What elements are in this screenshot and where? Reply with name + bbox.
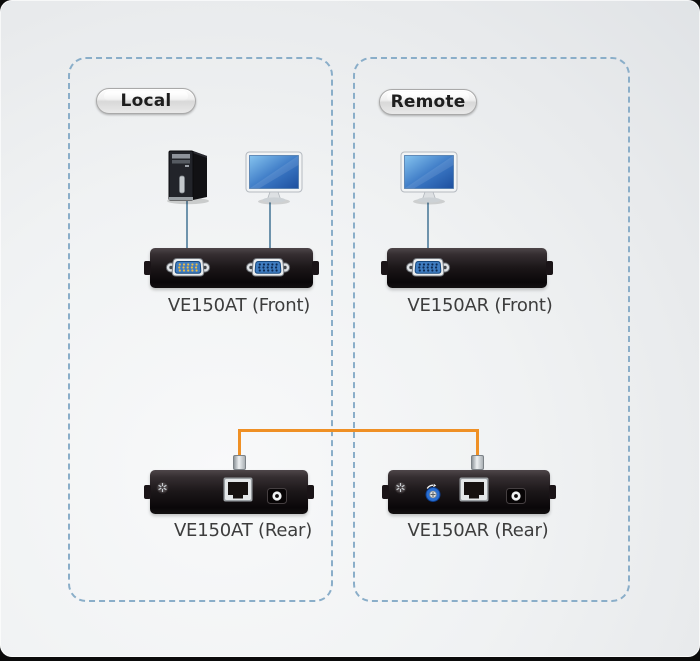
- cat5-cable-horizontal: [238, 429, 479, 432]
- cable-connector: [471, 455, 484, 470]
- grounding-screw-icon: [156, 481, 169, 494]
- cable-connector: [233, 455, 246, 470]
- remote-badge: Remote: [379, 89, 477, 115]
- computer-tower-icon: [167, 150, 209, 205]
- vga-port-icon: [245, 258, 291, 277]
- rj45-port-icon: [223, 477, 253, 502]
- vga-port-icon: [165, 258, 211, 277]
- remote-badge-label: Remote: [390, 92, 466, 112]
- pc-vga-cable: [186, 201, 188, 254]
- ve150ar-rear-device: [382, 470, 556, 514]
- local-zone-box: [68, 57, 333, 602]
- monitor-icon: [245, 151, 303, 205]
- cat5-cable-right-drop: [476, 429, 479, 457]
- remote-monitor-vga-cable: [427, 199, 429, 254]
- grounding-screw-icon: [394, 481, 407, 494]
- monitor-icon: [400, 151, 458, 205]
- local-badge: Local: [96, 88, 196, 114]
- vga-port-icon: [405, 258, 451, 277]
- ve150ar-front-label: VE150AR (Front): [407, 295, 553, 316]
- rj45-port-icon: [459, 477, 489, 502]
- ve150at-front-device: [144, 248, 319, 288]
- ve150at-rear-device: [144, 470, 314, 514]
- ve150at-rear-label: VE150AT (Rear): [173, 520, 313, 541]
- cat5-cable-left-drop: [238, 429, 241, 457]
- local-badge-label: Local: [120, 91, 172, 111]
- power-jack-icon: [267, 488, 287, 504]
- gain-knob-icon: [425, 483, 441, 502]
- ve150ar-rear-label: VE150AR (Rear): [407, 520, 549, 541]
- ve150at-front-label: VE150AT (Front): [167, 295, 311, 316]
- local-monitor-vga-cable: [269, 199, 271, 254]
- ve150ar-front-device: [381, 248, 553, 288]
- remote-zone-box: [353, 57, 630, 602]
- power-jack-icon: [506, 488, 526, 504]
